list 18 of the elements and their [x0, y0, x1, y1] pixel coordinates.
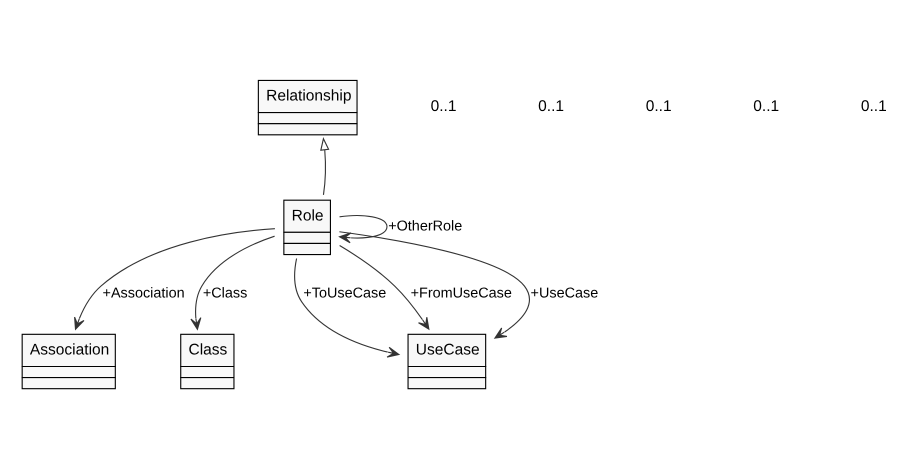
arrow [339, 231, 530, 339]
arrow [190, 236, 275, 330]
edge-label: +Association [102, 286, 185, 302]
label: 0..1 [646, 98, 672, 116]
label: 0..1 [430, 98, 456, 116]
label: 0..1 [753, 98, 780, 116]
edge-label: +OtherRole [388, 218, 462, 235]
arrow [74, 228, 275, 330]
edge-label: +ToUseCase [303, 286, 386, 302]
arrow [294, 258, 400, 358]
arrow [320, 137, 330, 195]
edge-label: +Class [202, 286, 248, 302]
edge-label: +FromUseCase [410, 286, 512, 302]
label: 0..1 [860, 98, 887, 116]
label: 0..1 [538, 98, 564, 116]
arrow [338, 215, 388, 244]
edge-label: +UseCase [530, 286, 598, 302]
arrow [339, 245, 430, 330]
